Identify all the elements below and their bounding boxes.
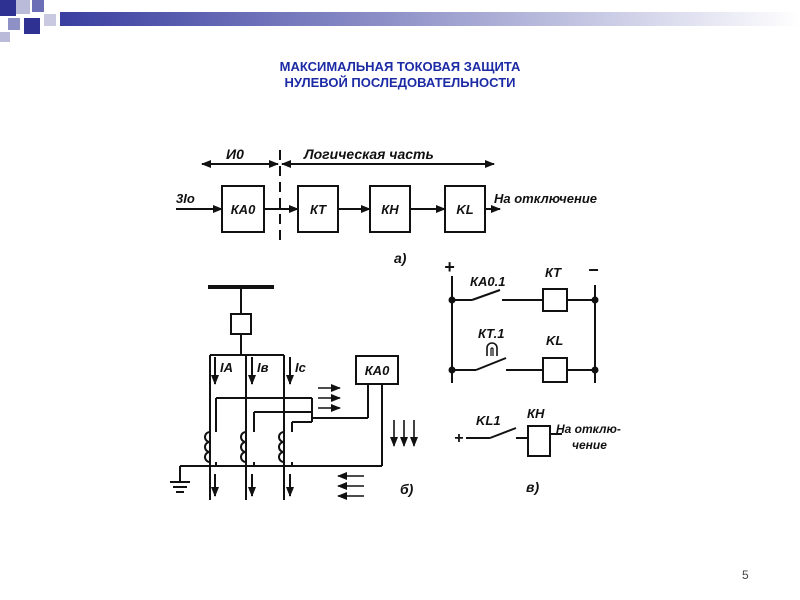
contact-ka0-1 <box>471 289 501 301</box>
caption-v: в) <box>526 479 539 495</box>
header-square <box>32 0 44 12</box>
time-delay-symbol <box>486 342 498 356</box>
coil-kl <box>542 357 568 383</box>
ct-winding-b <box>240 431 247 463</box>
caption-b: б) <box>400 481 414 497</box>
contact-kl-1 <box>489 427 517 439</box>
label-output: На отключение <box>494 191 597 206</box>
label-minus: − <box>588 260 599 280</box>
title-line-1: МАКСИМАЛЬНАЯ ТОКОВАЯ ЗАЩИТА <box>279 59 521 74</box>
page-number: 5 <box>742 568 749 582</box>
block-ka0-label: КА0 <box>231 202 256 217</box>
label-section-logic: Логическая часть <box>303 146 434 162</box>
block-kh-label: КН <box>381 202 399 217</box>
label-current-a: IA <box>220 360 233 375</box>
circuit-breaker <box>230 313 252 335</box>
block-diagram-a <box>176 150 501 240</box>
label-current-c: Iс <box>295 360 307 375</box>
header-decoration <box>0 0 800 44</box>
header-gradient-bar <box>60 12 800 26</box>
label-coil-kh: КН <box>527 406 545 421</box>
header-square <box>8 18 20 30</box>
label-coil-kt: КТ <box>545 265 562 280</box>
header-square <box>0 0 16 16</box>
label-contact-ka0: КА0.1 <box>470 274 505 289</box>
label-plus-output: + <box>454 430 463 447</box>
label-section-io: И0 <box>226 146 244 162</box>
header-square <box>16 0 30 14</box>
slide-title: МАКСИМАЛЬНАЯ ТОКОВАЯ ЗАЩИТА НУЛЕВОЙ ПОСЛ… <box>150 59 650 91</box>
label-output-line1: На отклю- <box>556 422 621 436</box>
label-contact-kl: KL1 <box>476 413 501 428</box>
caption-a: а) <box>394 250 407 266</box>
control-circuit-v <box>448 276 599 457</box>
block-kt-label: КТ <box>310 202 327 217</box>
header-square <box>44 14 56 26</box>
label-current-b: Iв <box>257 360 269 375</box>
block-kl-label: KL <box>456 202 473 217</box>
header-square <box>0 32 10 42</box>
relay-ka0 <box>355 355 399 385</box>
ct-winding-a <box>204 431 211 463</box>
contact-kt-1 <box>475 357 507 371</box>
header-square <box>24 18 40 34</box>
coil-kh <box>527 425 551 457</box>
title-line-2: НУЛЕВОЙ ПОСЛЕДОВАТЕЛЬНОСТИ <box>284 75 516 90</box>
ct-winding-c <box>278 431 285 463</box>
relay-ka0-label: КА0 <box>365 363 390 378</box>
label-output-line2: чение <box>572 438 607 452</box>
label-plus: + <box>444 257 455 277</box>
label-contact-kt: КТ.1 <box>478 326 504 341</box>
ct-circuit-b <box>170 285 418 500</box>
coil-kt <box>542 288 568 312</box>
label-input: 3Io <box>176 191 195 206</box>
label-coil-kl: KL <box>546 333 563 348</box>
